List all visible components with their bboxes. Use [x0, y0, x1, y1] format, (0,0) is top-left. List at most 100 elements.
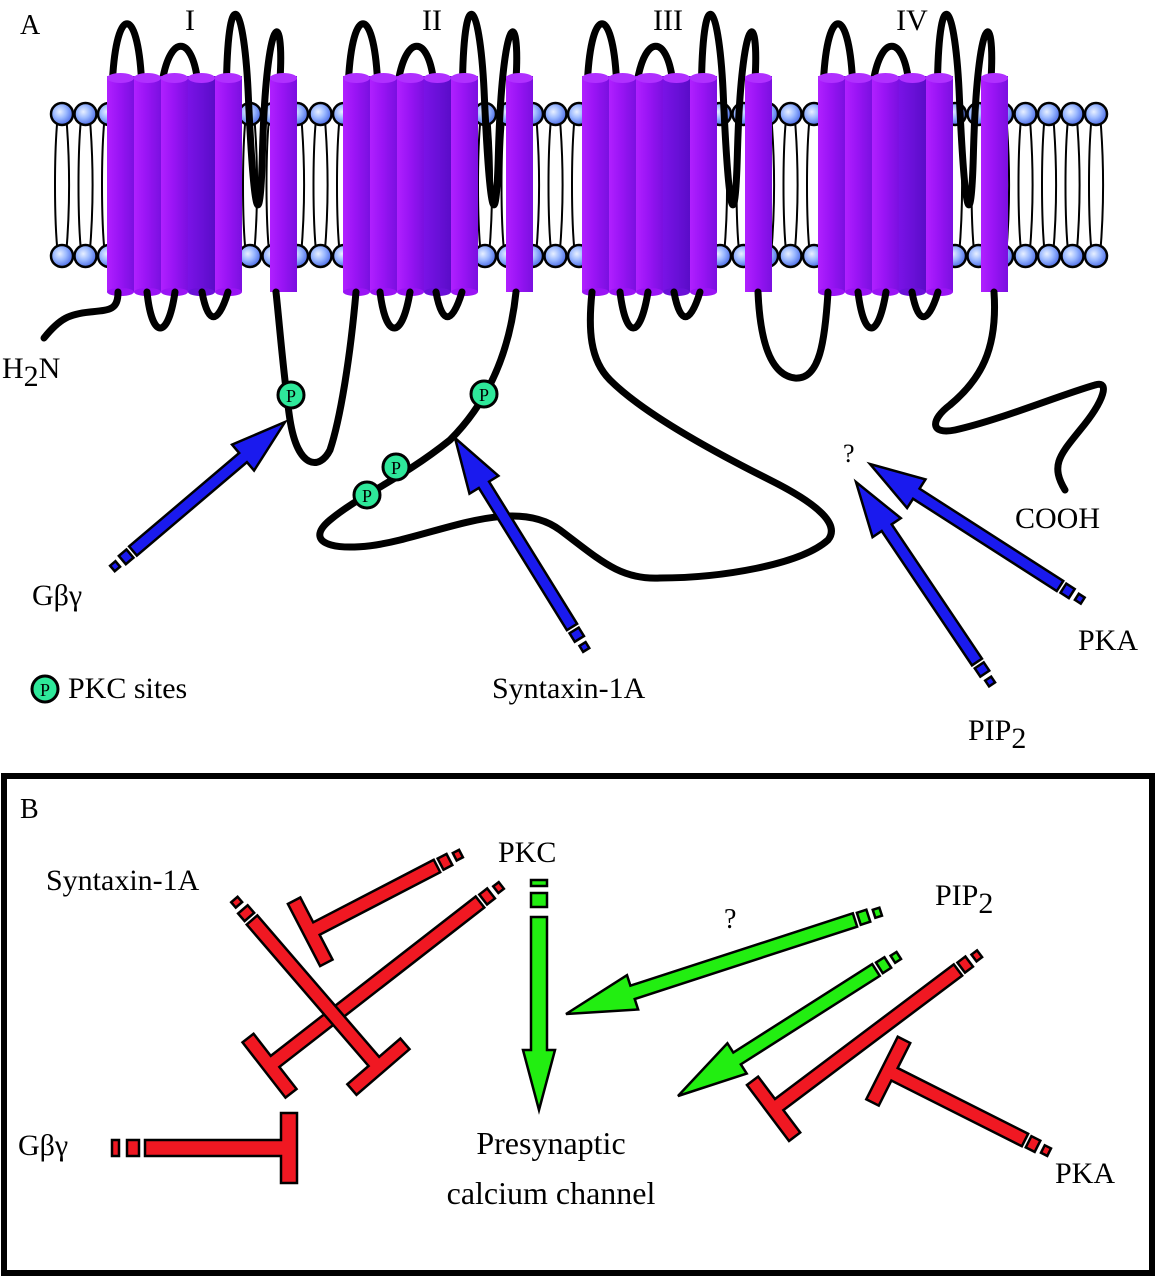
lipid-head: [1036, 101, 1062, 127]
svg-text:P: P: [362, 486, 372, 506]
pore-loop: [698, 10, 760, 209]
intracellular-chain: [40, 288, 1107, 582]
helix-segment: [424, 76, 451, 292]
helix-cap: [370, 73, 397, 83]
n-terminus-label: H2N: [2, 352, 60, 393]
pip2-activates-channel: [677, 962, 882, 1098]
tail-dash: [491, 880, 506, 895]
tail-dash: [435, 852, 455, 872]
legend: P PKC sites: [30, 672, 187, 705]
panel-b-label: B: [20, 794, 39, 825]
helix-cap: [818, 73, 845, 83]
svg-text:P: P: [286, 386, 296, 406]
syntaxin-arrow: [452, 434, 579, 632]
lipid-tail: [1041, 113, 1057, 257]
legend-label: PKC sites: [68, 672, 187, 705]
pkc-inhibits-syntaxin: [286, 858, 442, 968]
helix-cap: [107, 73, 134, 83]
lipid-tail: [312, 113, 329, 257]
helix-cap: [134, 73, 161, 83]
extracellular-loop: [820, 20, 856, 84]
channel-label-line2: calcium channel: [447, 1175, 656, 1211]
lipid-head: [49, 243, 75, 269]
tail-dash: [973, 660, 992, 679]
helix-cap: [506, 73, 533, 83]
tail-dash: [577, 640, 591, 654]
helix-cap: [582, 73, 609, 83]
pkc-site: P: [276, 380, 306, 410]
pip2-activates-channel-uncertain: [565, 911, 859, 1016]
helix-cap: [872, 73, 899, 83]
node-pip2: PIP2: [935, 879, 993, 920]
syntaxin-inhibits-link: [244, 913, 412, 1097]
lipid-head: [1083, 243, 1109, 269]
extracellular-loop: [870, 43, 912, 84]
tail-dash: [451, 848, 465, 863]
lipid-head: [237, 243, 263, 269]
lipid-tail: [54, 113, 70, 257]
loop-ii-s3s4: [432, 288, 466, 320]
helix-segment-s6: [981, 76, 1008, 292]
gbg-inhibits-channel: [143, 1111, 299, 1185]
tail-dash: [983, 674, 997, 689]
helix-segment: [818, 76, 845, 292]
helix-segment: [397, 76, 424, 292]
tail-dash: [229, 895, 244, 910]
extracellular-loops: [109, 10, 996, 209]
helix-segment: [582, 76, 609, 292]
helix-segment: [451, 76, 478, 292]
loop-ii-s1s2: [376, 288, 414, 332]
lipid-head: [543, 243, 568, 269]
helix-segment-s6: [270, 76, 297, 292]
helix-cap: [161, 73, 188, 83]
unknown-site-label: ?: [843, 439, 855, 468]
panel-b-frame: [1, 773, 1155, 1276]
tail-dash: [1073, 592, 1087, 606]
extracellular-loop: [395, 43, 437, 84]
helix-segment: [636, 76, 663, 292]
regulator-pka-label: PKA: [1078, 624, 1138, 657]
tail-dash: [108, 559, 122, 573]
helix-segment: [872, 76, 899, 292]
tail-dash: [1058, 581, 1077, 600]
tail-dash: [125, 1138, 141, 1158]
linker-i-ii: [272, 288, 360, 466]
domain-label-iii: III: [653, 4, 683, 37]
lipid-tail: [1017, 113, 1034, 257]
tail-dash: [969, 948, 984, 964]
lipid-head: [308, 243, 333, 269]
helix-cap: [981, 73, 1008, 83]
tail-dash: [117, 547, 136, 566]
svg-text:P: P: [391, 458, 401, 478]
helix-cap: [451, 73, 478, 83]
tail-dash: [236, 903, 256, 923]
helix-cap: [663, 73, 690, 83]
helix-segment: [926, 76, 953, 292]
tail-dash: [855, 908, 872, 927]
lipid-tail: [1064, 113, 1081, 257]
helix-segment: [134, 76, 161, 292]
pkc-site: P: [352, 480, 382, 510]
lipid-tail: [547, 113, 564, 257]
extracellular-loop: [584, 20, 620, 84]
node-pkc: PKC: [498, 836, 556, 869]
helix-segment: [215, 76, 242, 292]
extracellular-loop: [345, 20, 381, 84]
node-pka: PKA: [1055, 1157, 1115, 1190]
svg-text:P: P: [40, 680, 50, 700]
transmembrane-helices: [107, 73, 1008, 296]
legend-pkc-site-icon: P: [30, 674, 60, 704]
panel-a: A: [2, 4, 1138, 755]
svg-text:P: P: [479, 385, 489, 405]
helix-cap: [609, 73, 636, 83]
helix-segment: [663, 76, 690, 292]
helix-cap: [424, 73, 451, 83]
lipid-head: [1036, 243, 1062, 269]
extracellular-loop: [634, 43, 676, 84]
n-terminus-tail: [40, 288, 122, 342]
pkc-site: P: [469, 379, 499, 409]
pkc-inhibits-link: [240, 894, 487, 1100]
tail-dash: [529, 891, 549, 909]
loop-iii-s1s2: [616, 288, 652, 332]
pkc-site: P: [381, 452, 411, 482]
